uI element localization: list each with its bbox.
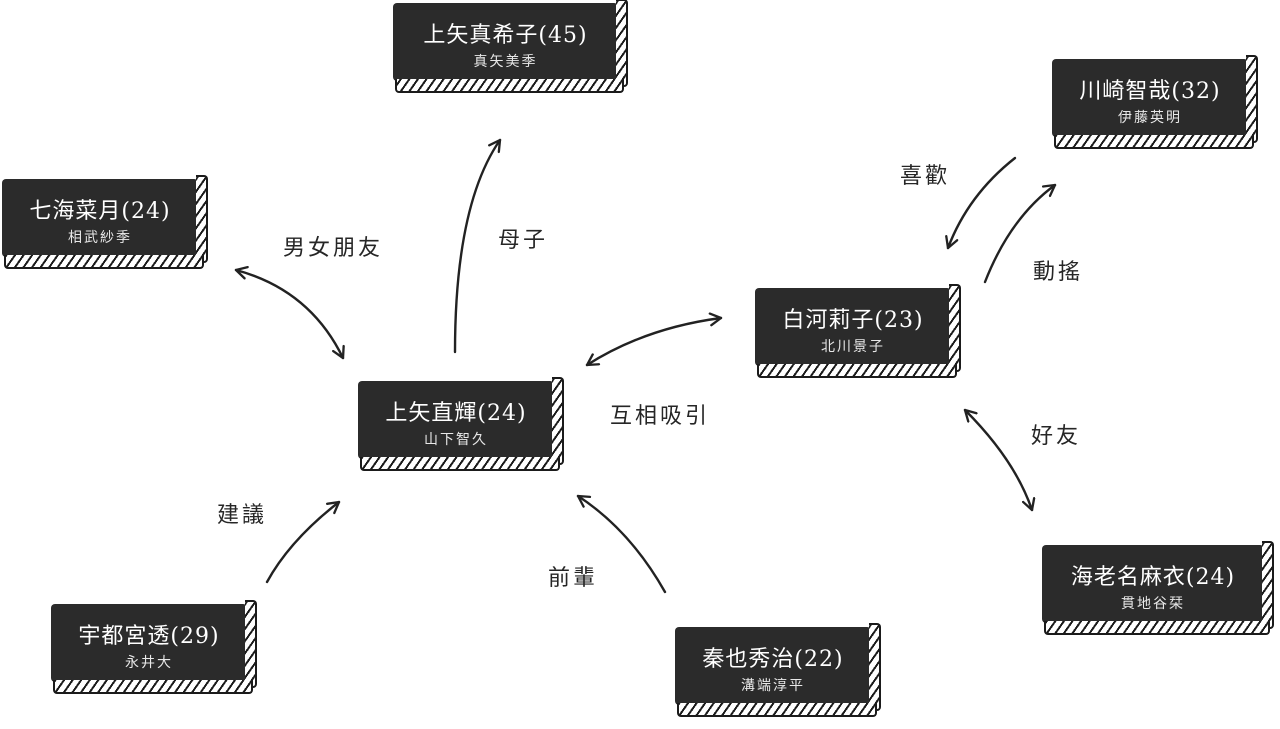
actor-name: 溝端淳平 [741,678,805,694]
arrow-boyfriend-girlfriend [234,265,345,360]
character-name: 川崎智哉(32) [1079,79,1221,104]
arrow-advice [265,500,341,584]
relation-label-mutual-attraction: 互相吸引 [610,404,711,429]
character-name: 白河莉子(23) [782,308,924,333]
character-card-hata-shuji: 秦也秀治(22) 溝端淳平 [675,623,881,717]
character-name: 上矢直輝(24) [385,401,527,426]
character-card-shirakawa-riko: 白河莉子(23) 北川景子 [755,284,961,378]
arrow-wavering [983,183,1057,284]
character-card-kamiya-makiko: 上矢真希子(45) 真矢美季 [393,0,628,93]
character-card-utsunomiya-toru: 宇都宮透(29) 永井大 [51,600,257,694]
character-card-nanami-natsuki: 七海菜月(24) 相武紗季 [2,175,208,269]
character-card-ebina-mai: 海老名麻衣(24) 貫地谷栞 [1042,541,1274,635]
relation-label-good-friend: 好友 [1031,424,1082,449]
actor-name: 永井大 [125,655,173,671]
arrow-like [945,156,1017,250]
character-name: 上矢真希子(45) [423,23,588,48]
character-name: 秦也秀治(22) [702,647,844,672]
actor-name: 真矢美季 [473,54,538,70]
character-card-kamiya-naoteru: 上矢直輝(24) 山下智久 [358,377,564,471]
character-name: 宇都宮透(29) [78,624,220,649]
actor-name: 伊藤英明 [1118,110,1182,126]
character-name: 七海菜月(24) [29,199,171,224]
character-name: 海老名麻衣(24) [1070,565,1236,590]
relation-label-boyfriend-girlfriend: 男女朋友 [283,236,384,261]
arrow-mother-child [453,138,502,354]
arrow-mutual-attraction [585,312,723,367]
actor-name: 北川景子 [821,339,885,355]
relation-label-senior: 前輩 [548,566,599,591]
actor-name: 山下智久 [424,432,488,448]
arrow-good-friend [963,408,1036,512]
relation-label-mother-child: 母子 [498,228,549,253]
relation-label-wavering: 動搖 [1033,260,1084,285]
relation-label-like: 喜歡 [900,164,951,189]
relation-label-advice: 建議 [217,503,268,528]
actor-name: 相武紗季 [68,230,132,246]
arrow-senior [576,494,667,594]
character-card-kawasaki-tomoya: 川崎智哉(32) 伊藤英明 [1052,55,1258,149]
actor-name: 貫地谷栞 [1121,596,1185,612]
